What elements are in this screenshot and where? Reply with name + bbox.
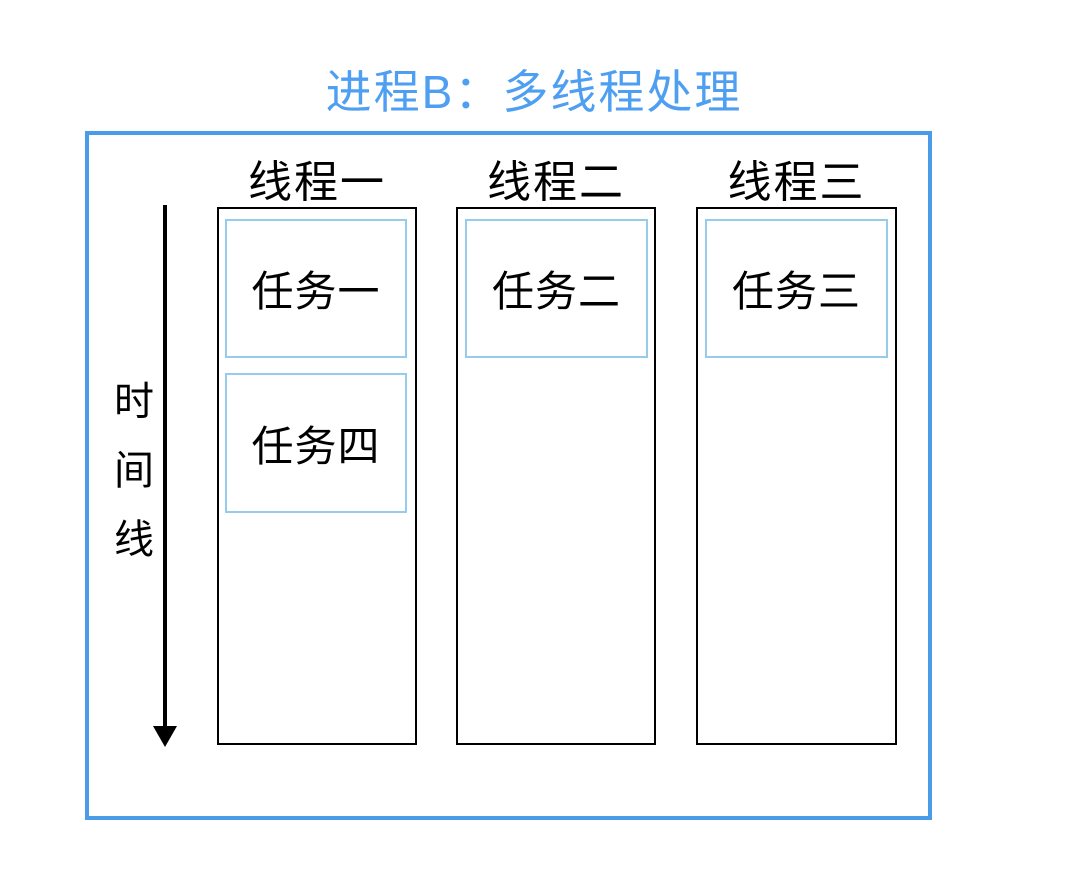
timeline-arrow-down-icon [153,726,177,747]
timeline-label: 时 间 线 [106,368,162,575]
process-border-box [85,131,932,820]
thread-2-header: 线程二 [487,158,625,207]
task-box-3: 任务三 [705,219,888,358]
timeline-label-char: 线 [114,518,154,562]
timeline-arrow-shaft [163,205,167,727]
task-box-2: 任务二 [465,219,648,358]
task-box-1: 任务一 [225,219,407,358]
thread-3-header: 线程三 [727,158,866,207]
timeline-label-char: 时 [114,380,154,424]
task-box-4: 任务四 [225,373,407,513]
page-title: 进程B：多线程处理 [325,66,743,118]
thread-1-header: 线程一 [248,158,386,207]
timeline-label-char: 间 [114,449,154,493]
